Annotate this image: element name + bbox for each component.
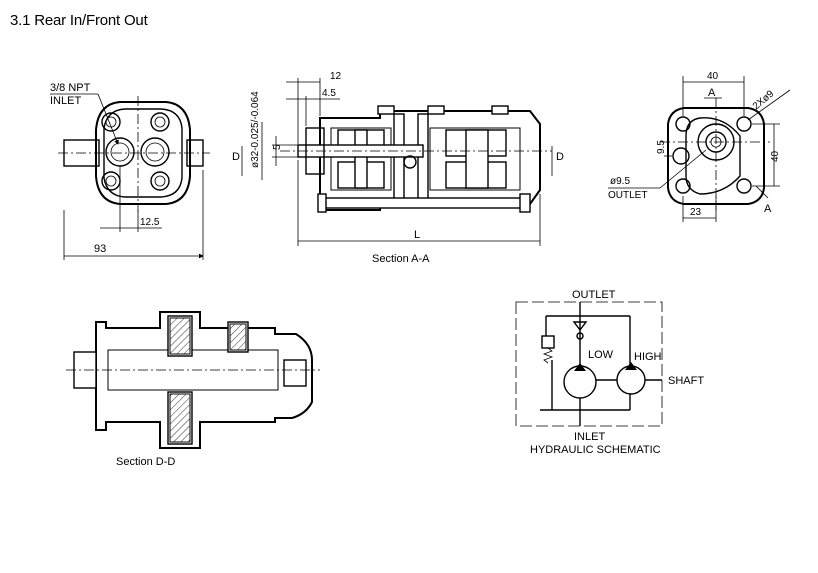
front-view: 3/8 NPT INLET 12.5 93 [50, 82, 210, 260]
inlet-label: INLET [50, 95, 81, 107]
outlet-dia: ø9.5 [610, 176, 630, 187]
dim-23: 23 [690, 207, 702, 218]
dim-9-5: 9.5 [656, 140, 667, 154]
dim-5: 5 [272, 144, 283, 150]
dim-12: 12 [330, 71, 342, 82]
outlet-label: OUTLET [608, 190, 647, 201]
dim-L: L [414, 229, 420, 241]
npt-label: 3/8 NPT [50, 82, 91, 94]
schematic-shaft: SHAFT [668, 375, 704, 387]
schematic-high: HIGH [634, 351, 662, 363]
schematic-outlet: OUTLET [572, 289, 616, 301]
section-d-d-caption: Section D-D [116, 456, 175, 468]
dim-40-top: 40 [707, 71, 719, 82]
section-d-left: D [232, 151, 240, 163]
dim-shaft-dia: ø32-0.025/-0.064 [250, 91, 261, 168]
section-d-right: D [556, 151, 564, 163]
page-title: 3.1 Rear In/Front Out [10, 12, 148, 29]
hydraulic-schematic: OUTLET LOW HIGH SHAFT INLET HYDRAULIC SC… [515, 289, 704, 456]
rear-view: 40 A 2Xø9 9.5 40 ø9.5 OUTLET 23 A [608, 71, 791, 222]
section-a-top: A [708, 87, 716, 99]
dim-4-5: 4.5 [322, 88, 336, 99]
dim-12-5: 12.5 [140, 217, 160, 228]
dim-93: 93 [94, 243, 106, 255]
section-a-bottom: A [764, 203, 772, 215]
section-a-a: 12 4.5 5 ø32-0.025/-0.064 D D L Section … [232, 71, 564, 265]
schematic-caption: HYDRAULIC SCHEMATIC [530, 444, 661, 456]
dim-40-side: 40 [770, 150, 781, 162]
schematic-low: LOW [588, 349, 614, 361]
section-a-a-caption: Section A-A [372, 253, 430, 265]
schematic-inlet: INLET [574, 431, 605, 443]
section-d-d: Section D-D [66, 311, 320, 468]
